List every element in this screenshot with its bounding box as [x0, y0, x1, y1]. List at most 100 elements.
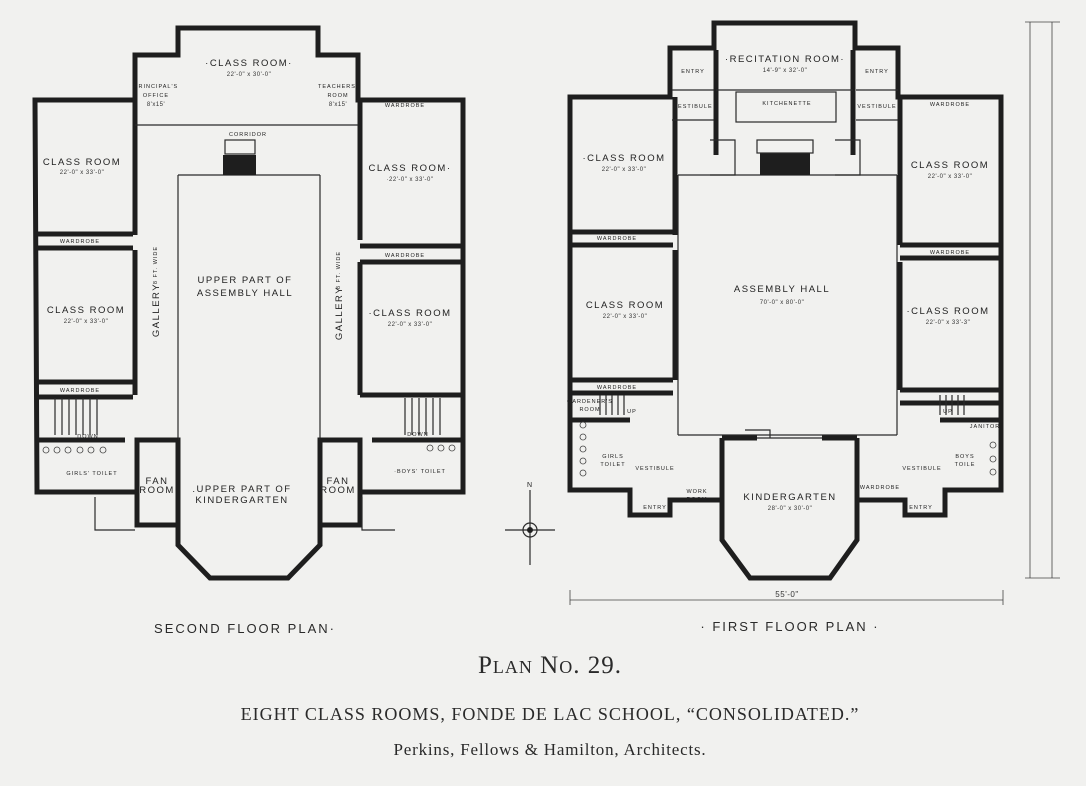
- teachers-room-label: TEACHERS': [318, 84, 358, 90]
- janitor-label: JANITOR: [970, 424, 1000, 430]
- dimension-lines: [569, 21, 1060, 605]
- fan-room-label-2: ROOM: [139, 485, 175, 496]
- kindergarten-walls: [572, 417, 999, 500]
- class-room-label: ·CLASS ROOM: [582, 153, 665, 164]
- gallery-width-label: 8 FT. WIDE: [153, 246, 159, 284]
- kindergarten-upper-label-2: KINDERGARTEN: [195, 495, 288, 506]
- corridor-label: CORRIDOR: [229, 132, 267, 138]
- gallery-walls: [132, 100, 363, 395]
- gallery-label: GALLERY: [334, 286, 345, 340]
- stair-treads: [599, 395, 965, 415]
- class-room-dims: 22'-0" x 33'-0": [388, 322, 432, 328]
- lower-walls: [37, 437, 461, 528]
- fan-room-label-2: ROOM: [320, 485, 356, 496]
- toilet-fixtures: [579, 421, 997, 477]
- gallery-label: GALLERY: [151, 283, 162, 337]
- wardrobe-walls: [37, 231, 461, 400]
- recitation-room-dims: 14'-9" x 32'-0": [763, 68, 807, 74]
- porch-outline: [94, 497, 395, 531]
- kitchenette-label: KITCHENETTE: [762, 101, 811, 107]
- width-dimension: 55'-0": [775, 590, 798, 599]
- wardrobe-label: WARDROBE: [930, 250, 970, 256]
- class-room-label: CLASS ROOM: [47, 305, 125, 316]
- fan-room-label: FAN: [146, 476, 169, 487]
- boys-toilet-label: ·BOYS' TOILET: [394, 469, 446, 475]
- assembly-hall-outline: [672, 89, 898, 436]
- girls-toilet-label: GIRLS: [602, 454, 624, 460]
- class-room-dims: 22'-0" x 33'-0": [603, 314, 647, 320]
- class-room-dims: 22'-0" x 30'-0": [227, 72, 271, 78]
- boys-toilet-label-2: TOILE: [955, 462, 976, 468]
- stairs: [224, 139, 256, 155]
- principal-office-dims: 8'x15': [147, 102, 165, 108]
- class-room-label: ·CLASS ROOM: [368, 308, 451, 319]
- kitchenette-counter: [735, 91, 837, 123]
- entry-label: ENTRY: [681, 69, 705, 75]
- class-room-label: CLASS ROOM: [911, 160, 989, 171]
- stair-down-label: DOWN: [77, 434, 98, 440]
- wardrobe-room-label: WARDROBE: [860, 485, 900, 491]
- wardrobe-label: WARDROBE: [60, 239, 100, 245]
- vestibule-label: VESTIBULE: [902, 466, 941, 472]
- class-room-dims: 22'-0" x 33'-0": [60, 170, 104, 176]
- kindergarten-label: KINDERGARTEN: [743, 492, 836, 503]
- assembly-hall-label-2: ASSEMBLY HALL: [197, 288, 293, 299]
- second-floor-plan: ·CLASS ROOM· 22'-0" x 30'-0" PRINCIPAL'S…: [32, 25, 466, 581]
- entry-label: ENTRY: [909, 505, 933, 511]
- stairs: [756, 139, 814, 154]
- vestibule-label: VESTIBULE: [857, 104, 896, 110]
- plan-subtitle: EIGHT CLASS ROOMS, FONDE DE LAC SCHOOL, …: [240, 704, 860, 724]
- north-arrow-icon: N: [505, 482, 555, 565]
- gallery-width-label: 8 FT. WIDE: [336, 251, 342, 289]
- kindergarten-opening: [745, 429, 822, 439]
- principal-office-label: PRINCIPAL'S: [134, 84, 178, 90]
- stair-landing: [760, 153, 810, 175]
- stair-down-label: DOWN: [407, 432, 428, 438]
- principal-office-label-2: OFFICE: [143, 93, 169, 99]
- fan-room-label: FAN: [327, 476, 350, 487]
- wardrobe-label: WARDROBE: [597, 385, 637, 391]
- wardrobe-label: WARDROBE: [385, 253, 425, 259]
- wardrobe-label: WARDROBE: [60, 388, 100, 394]
- north-label: N: [527, 482, 533, 489]
- gardeners-room-label-2: ROOM: [579, 407, 600, 413]
- class-room-label: CLASS ROOM: [586, 300, 664, 311]
- boys-toilet-label: BOYS: [955, 454, 974, 460]
- first-floor-caption: · FIRST FLOOR PLAN ·: [700, 619, 880, 634]
- stair-up-label: UP: [627, 409, 637, 415]
- first-floor-outer-wall: [567, 20, 1004, 581]
- toilet-fixtures: [42, 444, 456, 454]
- wardrobe-label: WARDROBE: [385, 103, 425, 109]
- wardrobe-walls: [572, 229, 999, 406]
- kindergarten-dims: 28'-0" x 30'-0": [768, 506, 812, 512]
- wardrobe-label: WARDROBE: [930, 102, 970, 108]
- class-room-dims: 22'-0" x 33'-0": [64, 319, 108, 325]
- stair-landing: [223, 155, 256, 175]
- class-room-dims: 22'-0" x 33'-0": [928, 174, 972, 180]
- vestibule-label: VESTIBULE: [673, 104, 712, 110]
- stair-up-label: UP: [943, 409, 953, 415]
- side-stairs: [710, 139, 861, 176]
- class-room-dims: 22'-0" x 33'-3": [926, 320, 970, 326]
- first-floor-plan: 55'-0" ·RECITATION ROOM· 14'-9" x 32'-0"…: [567, 20, 1060, 605]
- gardeners-room-label: GARDENER'S: [567, 399, 613, 405]
- stair-treads: [54, 398, 441, 435]
- second-floor-caption: SECOND FLOOR PLAN·: [154, 621, 336, 636]
- class-room-dims: ·22'-0" x 33'-0": [387, 177, 434, 183]
- class-room-label: CLASS ROOM·: [368, 163, 451, 174]
- assembly-hall-label: UPPER PART OF: [198, 275, 293, 286]
- entry-label: ENTRY: [643, 505, 667, 511]
- class-room-label: CLASS ROOM: [43, 157, 121, 168]
- teachers-room-label-2: ROOM: [327, 93, 348, 99]
- girls-toilet-label-2: TOILET: [600, 462, 625, 468]
- class-room-label: ·CLASS ROOM: [906, 306, 989, 317]
- girls-toilet-label: GIRLS' TOILET: [66, 471, 117, 477]
- class-room-dims: 22'-0" x 33'-0": [602, 167, 646, 173]
- kindergarten-upper-label: .UPPER PART OF: [192, 484, 291, 495]
- class-room-label: ·CLASS ROOM·: [205, 58, 293, 69]
- teachers-room-dims: 8'x15': [329, 102, 347, 108]
- architects-credit: Perkins, Fellows & Hamilton, Architects.: [393, 740, 707, 759]
- assembly-hall-label: ASSEMBLY HALL: [734, 284, 830, 295]
- entry-label: ENTRY: [865, 69, 889, 75]
